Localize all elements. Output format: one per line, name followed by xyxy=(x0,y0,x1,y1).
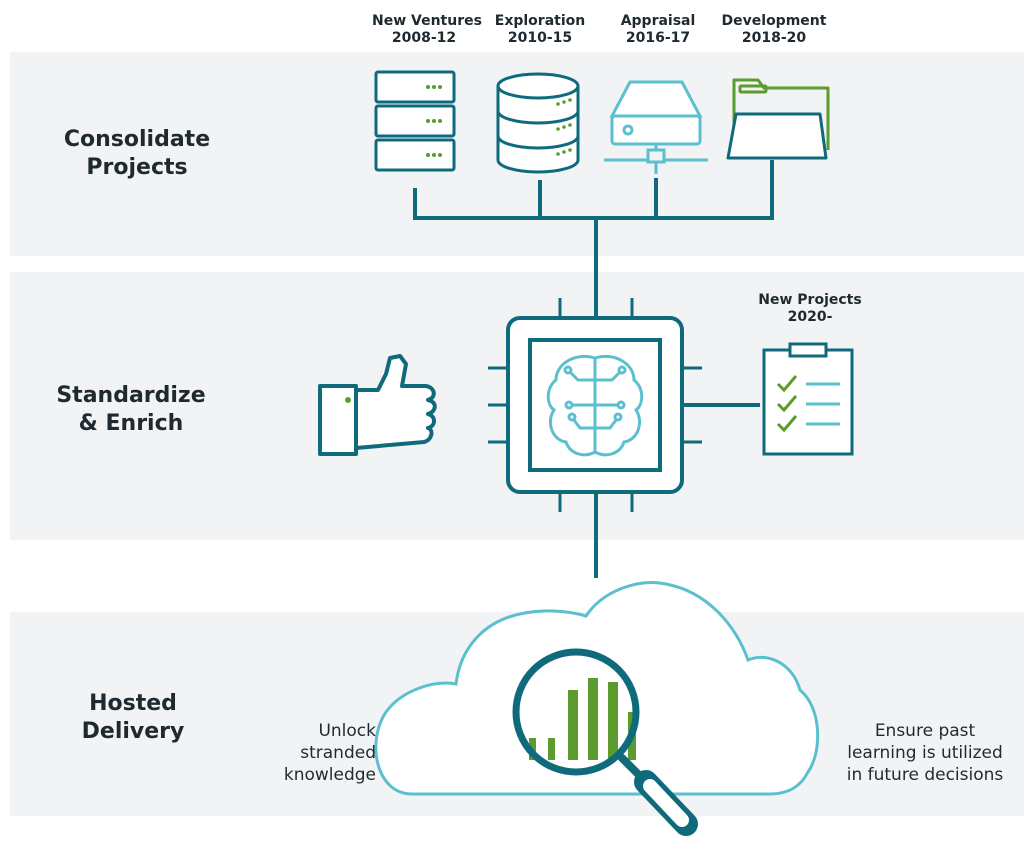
network-drive-icon xyxy=(604,80,708,174)
connector-lines xyxy=(413,160,774,578)
server-rack-icon xyxy=(374,70,456,172)
folder-icon xyxy=(726,78,830,160)
standardize-enrich-label: Standardize& Enrich xyxy=(56,383,206,436)
ai-brain-chip-icon xyxy=(488,298,702,512)
cloud-search-analytics-icon xyxy=(374,581,820,836)
thumbs-up-icon xyxy=(318,354,437,456)
checklist-clipboard-icon xyxy=(762,342,854,456)
database-icon xyxy=(496,72,580,174)
